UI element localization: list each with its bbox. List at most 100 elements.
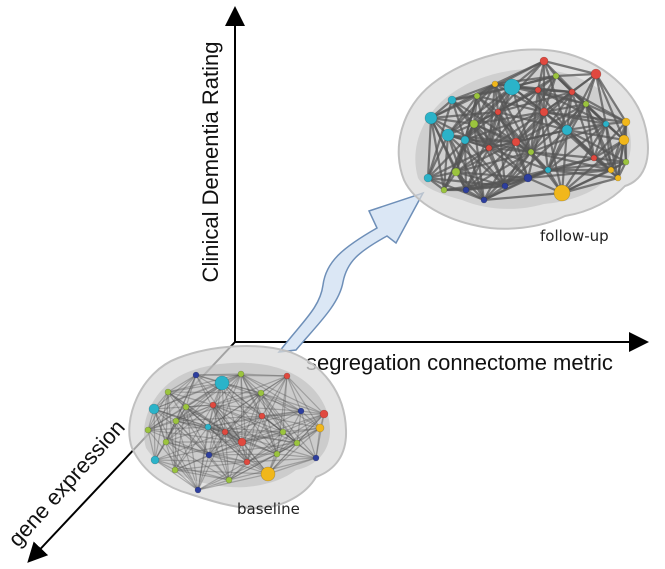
baseline-edge <box>153 408 243 443</box>
baseline-edge <box>315 427 321 459</box>
baseline-edge <box>167 391 226 433</box>
followup-edge <box>529 150 550 172</box>
followup-caption: follow-up <box>540 227 609 245</box>
followup-node-green <box>473 92 481 100</box>
followup-edge <box>487 88 540 150</box>
baseline-edge <box>282 375 288 433</box>
followup-node-red <box>568 88 576 96</box>
followup-node-blue <box>480 196 488 204</box>
followup-edge <box>592 156 620 180</box>
baseline-edge <box>286 375 321 429</box>
baseline-edge <box>260 392 278 455</box>
baseline-edge <box>175 420 226 433</box>
baseline-edge <box>167 382 223 393</box>
baseline-edge <box>224 431 230 481</box>
baseline-edge <box>224 392 262 433</box>
followup-edge <box>594 72 608 126</box>
baseline-edge <box>174 469 230 481</box>
baseline-edge <box>197 431 226 491</box>
baseline-edge <box>260 392 284 433</box>
baseline-edge <box>240 373 262 394</box>
followup-edge <box>454 146 491 174</box>
baseline-edge <box>207 373 242 428</box>
baseline-edge <box>185 382 223 408</box>
baseline-edge <box>175 382 223 422</box>
baseline-edge <box>175 420 209 428</box>
baseline-edge <box>208 415 263 456</box>
followup-node-cyan <box>503 78 521 96</box>
followup-edge <box>450 82 497 102</box>
followup-edge <box>546 156 596 172</box>
baseline-edge <box>154 459 230 481</box>
followup-edge <box>565 128 626 142</box>
followup-node-yellow <box>607 166 615 174</box>
baseline-edge <box>221 382 248 463</box>
baseline-node-green <box>237 370 245 378</box>
baseline-node-blue <box>205 451 213 459</box>
followup-edge <box>442 122 476 192</box>
baseline-brain <box>128 345 348 510</box>
followup-node-red <box>494 108 502 116</box>
baseline-edges <box>147 373 325 491</box>
baseline-edge <box>147 429 199 491</box>
baseline-edge <box>174 461 248 471</box>
baseline-edge <box>165 391 169 443</box>
baseline-edge <box>147 420 177 431</box>
baseline-edge <box>195 374 263 417</box>
followup-edge <box>542 59 598 76</box>
baseline-edge <box>175 373 242 422</box>
baseline-node-green <box>257 389 265 397</box>
baseline-node-green <box>225 476 233 484</box>
baseline-edge <box>260 392 302 412</box>
baseline-edge <box>260 392 317 459</box>
baseline-edge <box>167 374 197 393</box>
baseline-node-green <box>164 388 172 396</box>
baseline-edge <box>153 408 210 456</box>
baseline-edge <box>167 391 176 471</box>
baseline-edge <box>261 415 321 429</box>
baseline-edge <box>212 404 226 433</box>
followup-edge <box>487 146 533 154</box>
baseline-brain-core <box>144 362 330 488</box>
baseline-edge <box>224 431 248 463</box>
baseline-edge <box>207 426 284 433</box>
followup-edge <box>570 90 628 124</box>
followup-edge <box>554 72 598 78</box>
baseline-node-green <box>182 403 190 411</box>
followup-edge <box>514 90 574 144</box>
baseline-edge <box>246 457 317 463</box>
baseline-edge <box>212 404 278 455</box>
baseline-edge <box>241 392 262 443</box>
baseline-node-blue <box>312 454 320 462</box>
baseline-edge <box>221 382 278 455</box>
followup-node-blue <box>501 182 509 190</box>
baseline-edge <box>195 373 242 376</box>
baseline-edge <box>153 374 197 410</box>
baseline-edge <box>165 426 209 443</box>
baseline-node-green <box>144 426 152 434</box>
baseline-edge <box>208 392 262 456</box>
followup-edge <box>565 122 608 132</box>
followup-edge <box>554 74 608 126</box>
baseline-edge <box>175 420 199 491</box>
baseline-edge <box>208 442 298 456</box>
baseline-node-red <box>243 458 251 466</box>
baseline-edge <box>240 373 325 415</box>
followup-edge <box>529 90 574 154</box>
baseline-node-red <box>258 412 266 420</box>
baseline-edge <box>165 374 197 443</box>
followup-brain <box>397 48 649 230</box>
baseline-node-cyan <box>150 455 160 465</box>
followup-edge <box>592 122 608 160</box>
baseline-edge <box>261 415 317 459</box>
followup-node-red <box>539 107 549 117</box>
baseline-edge <box>197 453 278 491</box>
baseline-edge <box>212 404 284 433</box>
baseline-edge <box>165 441 230 481</box>
baseline-edge <box>147 426 209 431</box>
baseline-edge <box>246 415 263 463</box>
baseline-edge <box>197 404 214 491</box>
followup-node-yellow <box>614 174 622 182</box>
baseline-edge <box>246 375 288 463</box>
